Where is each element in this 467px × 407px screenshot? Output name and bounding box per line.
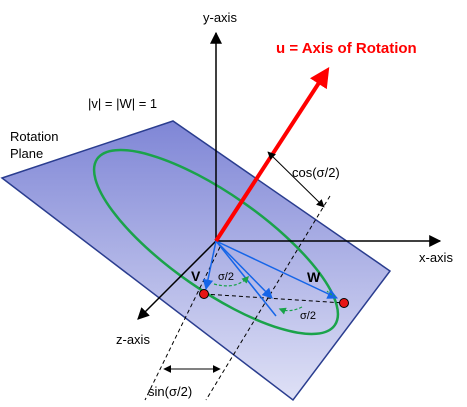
norm-label: |v| = |W| = 1	[88, 96, 157, 111]
dashed-guide-sin	[144, 246, 221, 401]
y-axis-label: y-axis	[203, 10, 237, 25]
z-axis-line	[137, 240, 217, 320]
x-axis-label: x-axis	[419, 250, 453, 265]
rotation-axis-label: u = Axis of Rotation	[276, 40, 417, 57]
point-w	[339, 298, 349, 308]
rotation-ellipse	[92, 148, 340, 336]
w-label: W	[307, 269, 321, 285]
angle-arc-small	[326, 290, 336, 297]
cos-label: cos(σ/2)	[292, 165, 340, 180]
vector-mid	[215, 240, 273, 299]
angle-label-2: σ/2	[300, 310, 316, 322]
plane-label-line2: Plane	[10, 146, 43, 161]
angle-label-1: σ/2	[218, 271, 234, 283]
dashed-chord	[203, 293, 345, 304]
z-axis-label: z-axis	[116, 332, 150, 347]
plane-label-line1: Rotation	[10, 129, 58, 144]
sin-label: sin(σ/2)	[148, 384, 192, 399]
vector-v	[202, 240, 217, 291]
cos-dimension-arrow	[267, 151, 325, 208]
v-label: V	[191, 268, 201, 284]
angle-arc-2	[278, 306, 303, 315]
vector-w	[215, 240, 338, 299]
point-v	[199, 289, 209, 299]
